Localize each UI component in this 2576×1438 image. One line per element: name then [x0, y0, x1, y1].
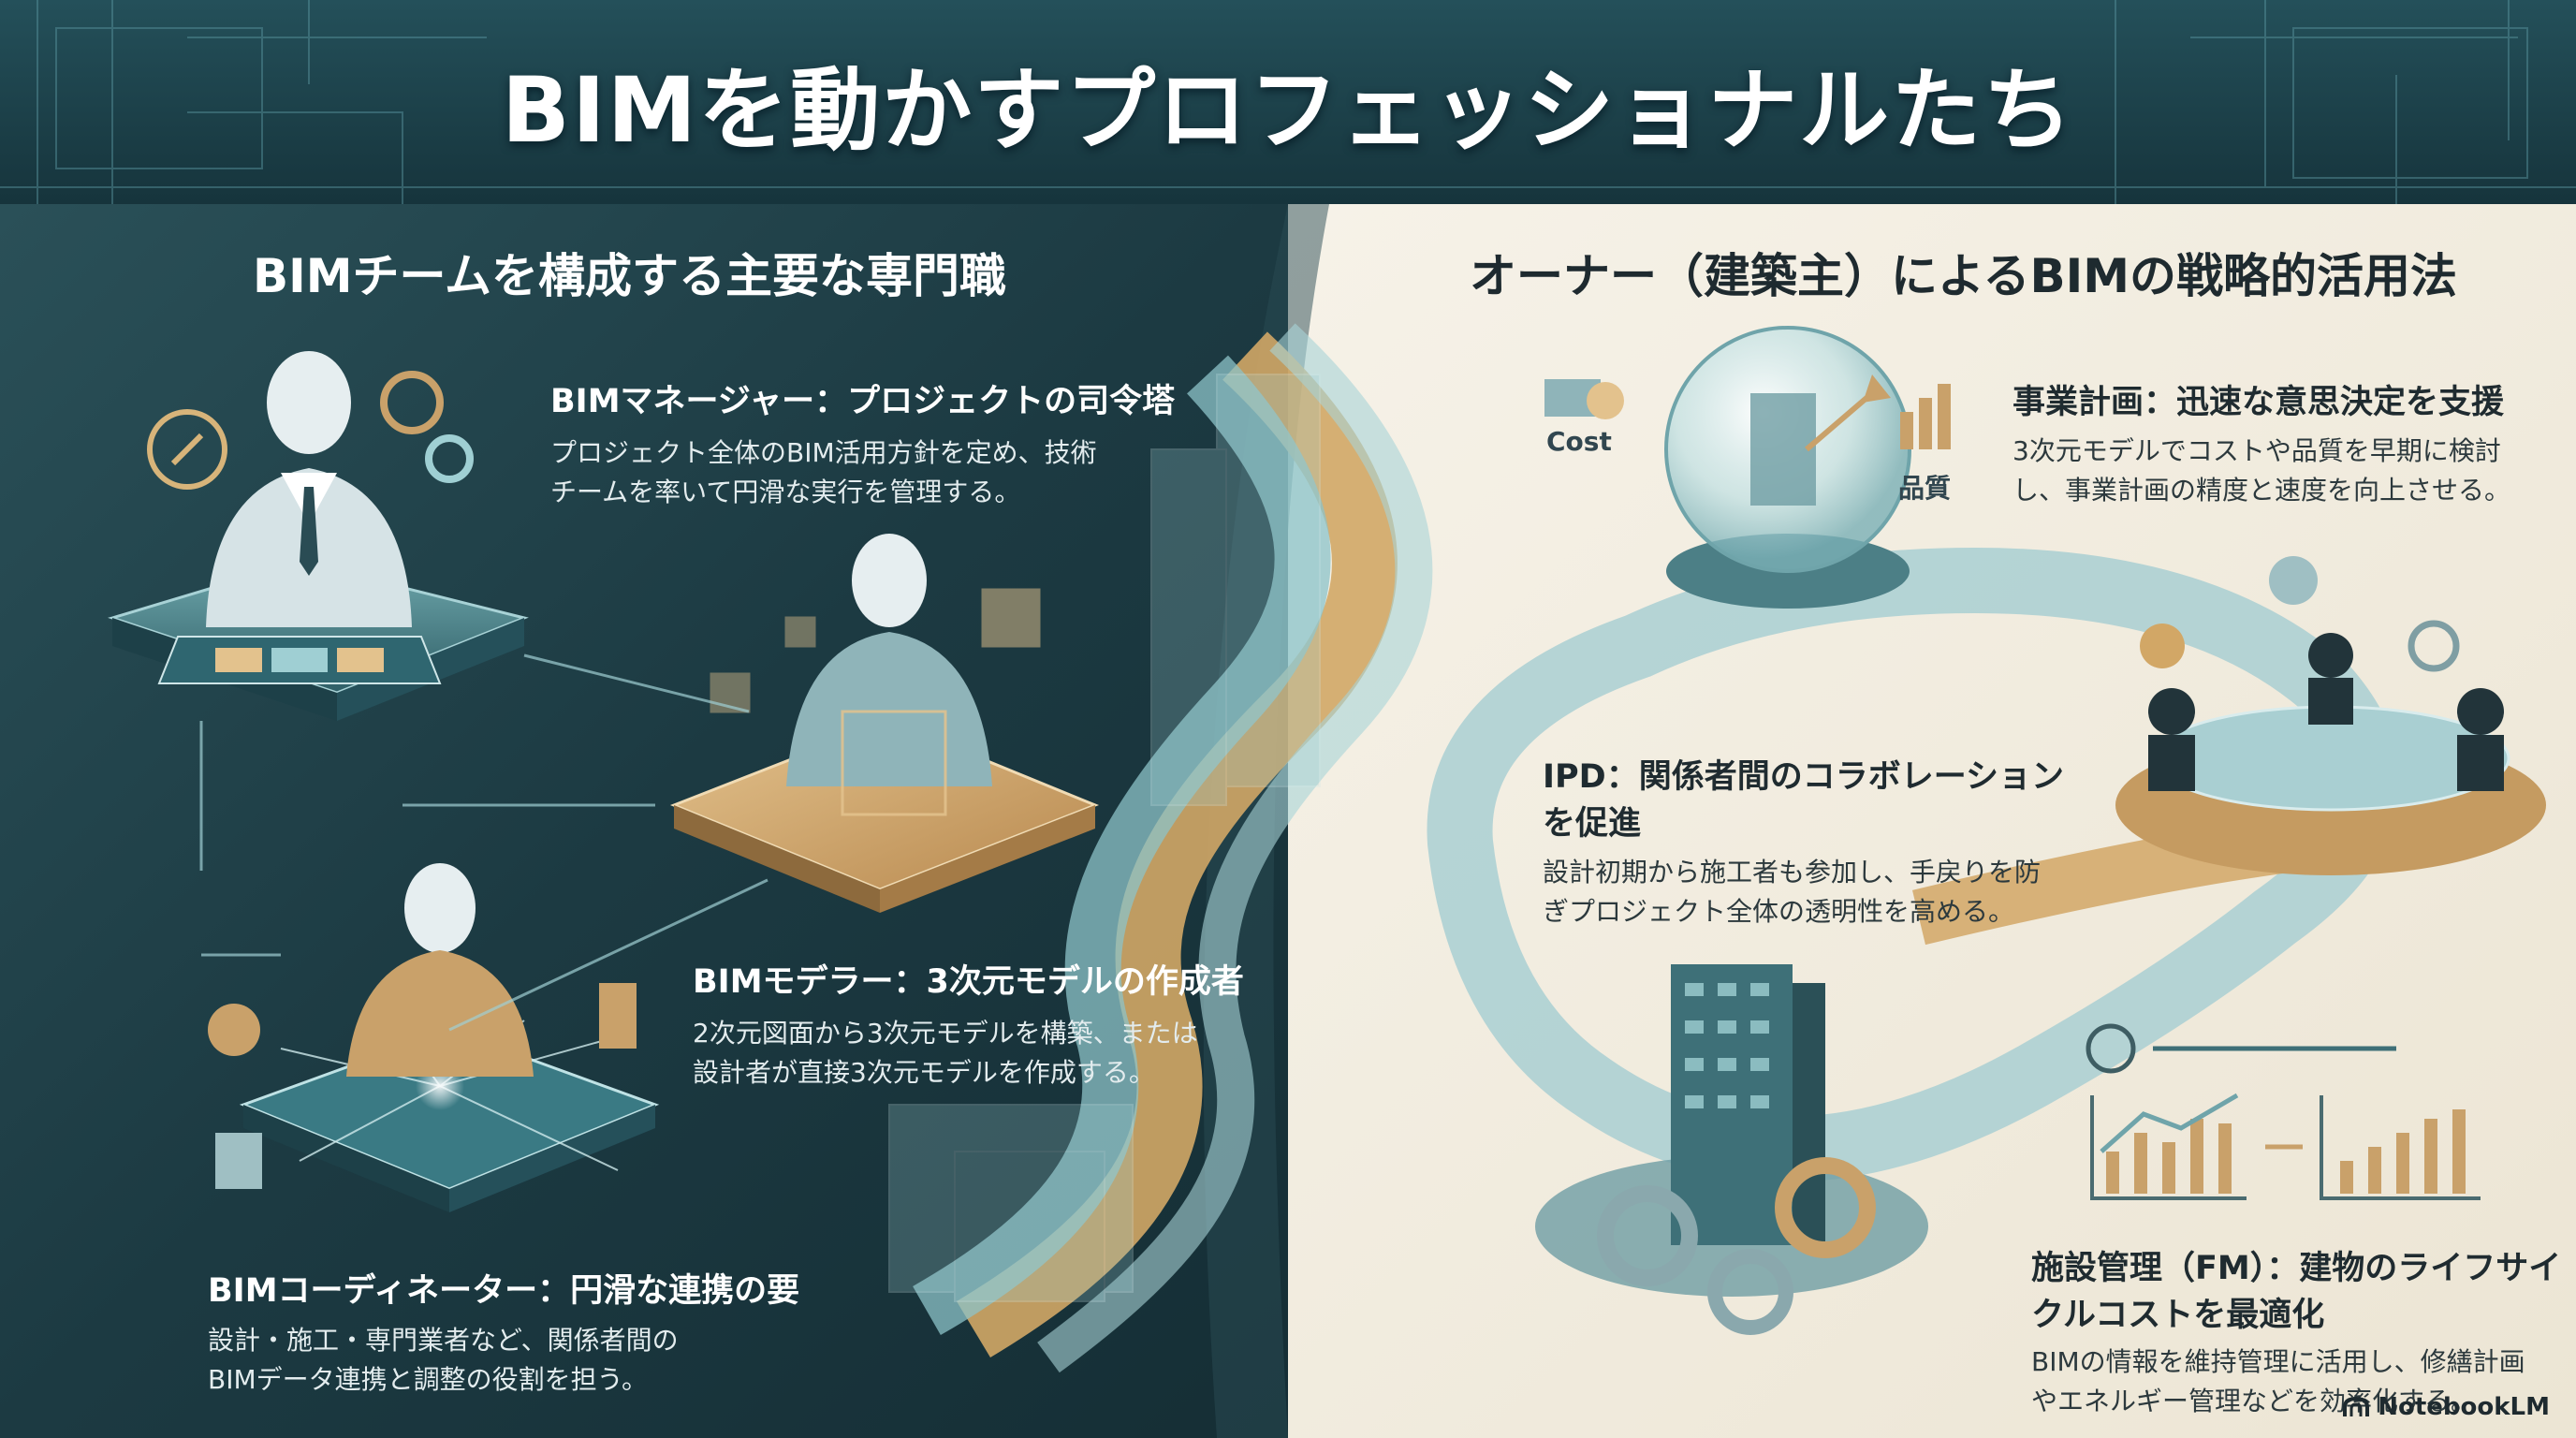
left-connectors: [199, 653, 768, 1032]
notebooklm-logo-icon: [2343, 1396, 2370, 1416]
facility-illustration: [1535, 964, 1928, 1335]
brand-watermark: NotebookLM: [2342, 1393, 2550, 1421]
globe-illustration: [1544, 326, 1951, 609]
left-heading: BIMチームを構成する主要な専門職: [253, 249, 1006, 303]
business-plan-title: 事業計画：迅速な意思決定を支援: [2012, 384, 2505, 421]
role-card-coordinator: BIMコーディネーター：円滑な連携の要 設計・施工・専門業者など、関係者間の B…: [208, 1264, 799, 1400]
manager-illustration: [108, 351, 529, 721]
business-plan-desc-line1: 3次元モデルでコストや品質を早期に検討: [2012, 435, 2501, 466]
item-business-plan: 事業計画：迅速な意思決定を支援 3次元モデルでコストや品質を早期に検討 し、事業…: [2012, 379, 2510, 510]
worker-icon: [208, 1004, 260, 1056]
right-heading: オーナー（建築主）によるBIMの戦略的活用法: [1470, 249, 2457, 303]
brand-label: NotebookLM: [2378, 1393, 2550, 1421]
manager-desc-line1: プロジェクト全体のBIM活用方針を定め、技術: [550, 437, 1097, 468]
cost-label: Cost: [1546, 426, 1612, 457]
ipd-title-line2: を促進: [1543, 805, 1642, 843]
central-path: [888, 323, 1433, 1373]
business-plan-desc-line2: し、事業計画の精度と速度を向上させる。: [2012, 475, 2511, 506]
process-loop: [1427, 547, 2401, 1182]
manager-desc-line2: チームを率いて円滑な実行を管理する。: [550, 477, 1021, 507]
meeting-illustration: [2115, 556, 2546, 875]
fm-desc-line1: BIMの情報を維持管理に活用し、修繕計画: [2031, 1346, 2525, 1377]
clock-icon: [2086, 1023, 2136, 1074]
gear-icon: [2408, 620, 2460, 672]
compass-icon: [147, 409, 227, 490]
role-card-manager: BIMマネージャー：プロジェクトの司令塔 プロジェクト全体のBIM活用方針を定め…: [550, 374, 1175, 512]
building-icon: [599, 983, 637, 1049]
modeler-desc-line1: 2次元図面から3次元モデルを構築、または: [693, 1018, 1198, 1049]
ipd-desc-line2: ぎプロジェクト全体の透明性を高める。: [1543, 896, 2015, 927]
item-facility-management: 施設管理（FM）：建物のライフサイ クルコストを最適化 BIMの情報を維持管理に…: [2031, 1245, 2561, 1421]
fm-desc-line2: やエネルギー管理などを効率化する。: [2031, 1386, 2478, 1416]
coordinator-title: BIMコーディネーター：円滑な連携の要: [208, 1272, 800, 1310]
ipd-desc-line1: 設計初期から施工者も参加し、手戻りを防: [1543, 857, 2042, 888]
modeler-desc-line2: 設計者が直接3次元モデルを作成する。: [693, 1057, 1155, 1088]
coordinator-desc-line1: 設計・施工・専門業者など、関係者間の: [208, 1325, 679, 1356]
coordinator-illustration: [208, 863, 660, 1212]
person-icon: [2269, 556, 2318, 605]
modeler-title: BIMモデラー：3次元モデルの作成者: [693, 963, 1244, 1001]
bar-chart-icon: [1900, 412, 1913, 449]
fm-title-line2: クルコストを最適化: [2031, 1297, 2325, 1334]
engineer-icon: [2140, 624, 2185, 668]
coordinator-desc-line2: BIMデータ連携と調整の役割を担う。: [208, 1364, 648, 1395]
factory-icon: [215, 1133, 262, 1189]
title-banner: [0, 0, 2576, 204]
fm-title-line1: 施設管理（FM）：建物のライフサイ: [2031, 1250, 2562, 1287]
manager-title: BIMマネージャー：プロジェクトの司令塔: [550, 383, 1176, 420]
item-ipd: IPD：関係者間のコラボレーション を促進 設計初期から施工者も参加し、手戻りを…: [1543, 754, 2064, 932]
blueprint-grid: [0, 0, 2576, 204]
ipd-title-line1: IPD：関係者間のコラボレーション: [1543, 758, 2065, 796]
gear-icon: [1597, 1185, 1698, 1286]
modeler-illustration: [669, 534, 1100, 913]
lifecycle-charts: [2086, 1023, 2481, 1200]
quality-label: 品質: [1898, 473, 1952, 504]
main-title: BIMを動かすプロフェッショナルたち: [501, 58, 2075, 163]
gear-icon: [380, 371, 444, 434]
role-card-modeler: BIMモデラー：3次元モデルの作成者 2次元図面から3次元モデルを構築、または …: [693, 955, 1244, 1093]
